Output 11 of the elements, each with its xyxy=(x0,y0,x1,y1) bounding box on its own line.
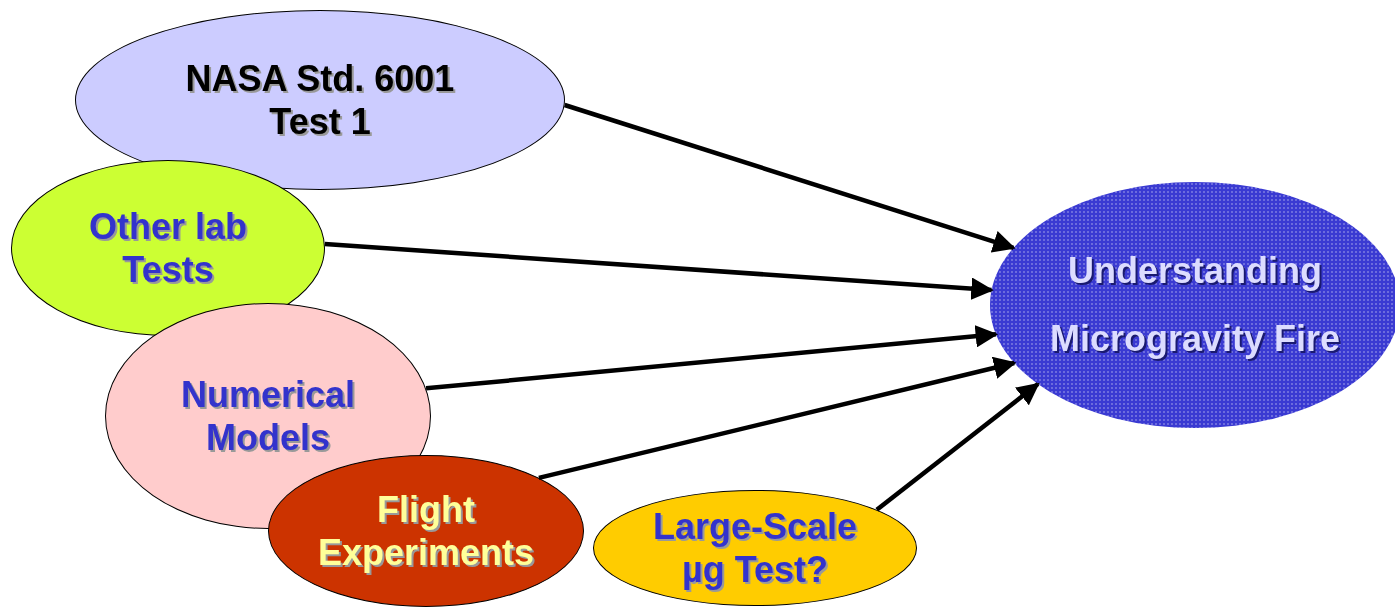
node-label: Other lab Tests xyxy=(88,204,248,292)
arrow xyxy=(875,382,1040,512)
node-label: Flight Experiments xyxy=(316,487,536,575)
node-label: Numerical Models xyxy=(179,372,357,460)
arrow xyxy=(324,241,994,300)
arrow xyxy=(425,325,999,391)
arrow xyxy=(538,356,1017,480)
node-label: Large-Scale µg Test? xyxy=(651,504,859,592)
arrow xyxy=(563,102,1016,253)
node-label: Understanding Microgravity Fire xyxy=(1048,248,1342,361)
node-label: NASA Std. 6001 Test 1 xyxy=(184,56,456,144)
